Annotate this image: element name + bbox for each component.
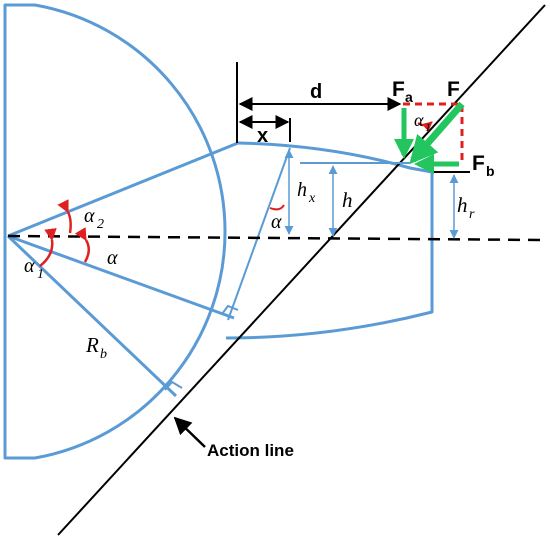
label-hx: h x (297, 179, 316, 206)
tooth-outline (225, 141, 434, 340)
action-line (57, 4, 546, 536)
svg-text:1: 1 (37, 267, 44, 282)
label-alpha1-force: α 1 (414, 110, 431, 134)
radius-alpha (7, 234, 235, 320)
label-hr: h r (457, 193, 475, 222)
involute-line (227, 147, 291, 321)
label-rb: R b (85, 333, 107, 362)
radius-rb (6, 234, 178, 398)
svg-text:α: α (24, 255, 35, 277)
radius-alpha2 (7, 141, 239, 238)
svg-text:2: 2 (97, 217, 104, 232)
force-box (403, 102, 464, 164)
base-circle-outline (3, 3, 227, 460)
svg-text:b: b (100, 347, 107, 362)
svg-text:a: a (405, 89, 413, 105)
label-action-line: Action line (207, 441, 294, 460)
angle-arc-alpha2 (57, 199, 72, 234)
svg-text:α: α (414, 110, 424, 130)
right-angle-mark-1 (221, 304, 239, 315)
svg-text:α: α (84, 205, 95, 227)
angle-arc-alpha1-force (417, 121, 433, 132)
svg-text:h: h (297, 179, 307, 201)
svg-text:R: R (85, 333, 99, 357)
label-alpha: α (107, 247, 118, 269)
label-f: F (447, 78, 460, 101)
label-x: x (257, 125, 268, 147)
label-alpha1: α 1 (24, 255, 44, 282)
label-alpha-small: α (271, 211, 282, 233)
angle-arc-alpha-small (269, 204, 285, 211)
angle-arc-alpha1 (39, 228, 57, 267)
right-angle-mark-2 (164, 380, 183, 391)
label-fa: F a (392, 78, 413, 105)
svg-text:1: 1 (425, 120, 431, 134)
svg-text:h: h (457, 193, 468, 217)
label-fb: F b (472, 152, 495, 179)
svg-text:F: F (392, 78, 405, 101)
label-alpha2: α 2 (84, 205, 104, 232)
force-f-arrow (409, 101, 465, 165)
label-d: d (310, 81, 322, 103)
label-h: h (342, 188, 353, 212)
svg-text:x: x (308, 191, 316, 206)
svg-text:F: F (472, 152, 485, 175)
action-line-pointer (173, 416, 206, 448)
angle-arc-alpha (74, 227, 90, 263)
svg-text:b: b (486, 163, 495, 179)
svg-text:r: r (469, 207, 475, 222)
pitch-reference-line (7, 234, 546, 242)
